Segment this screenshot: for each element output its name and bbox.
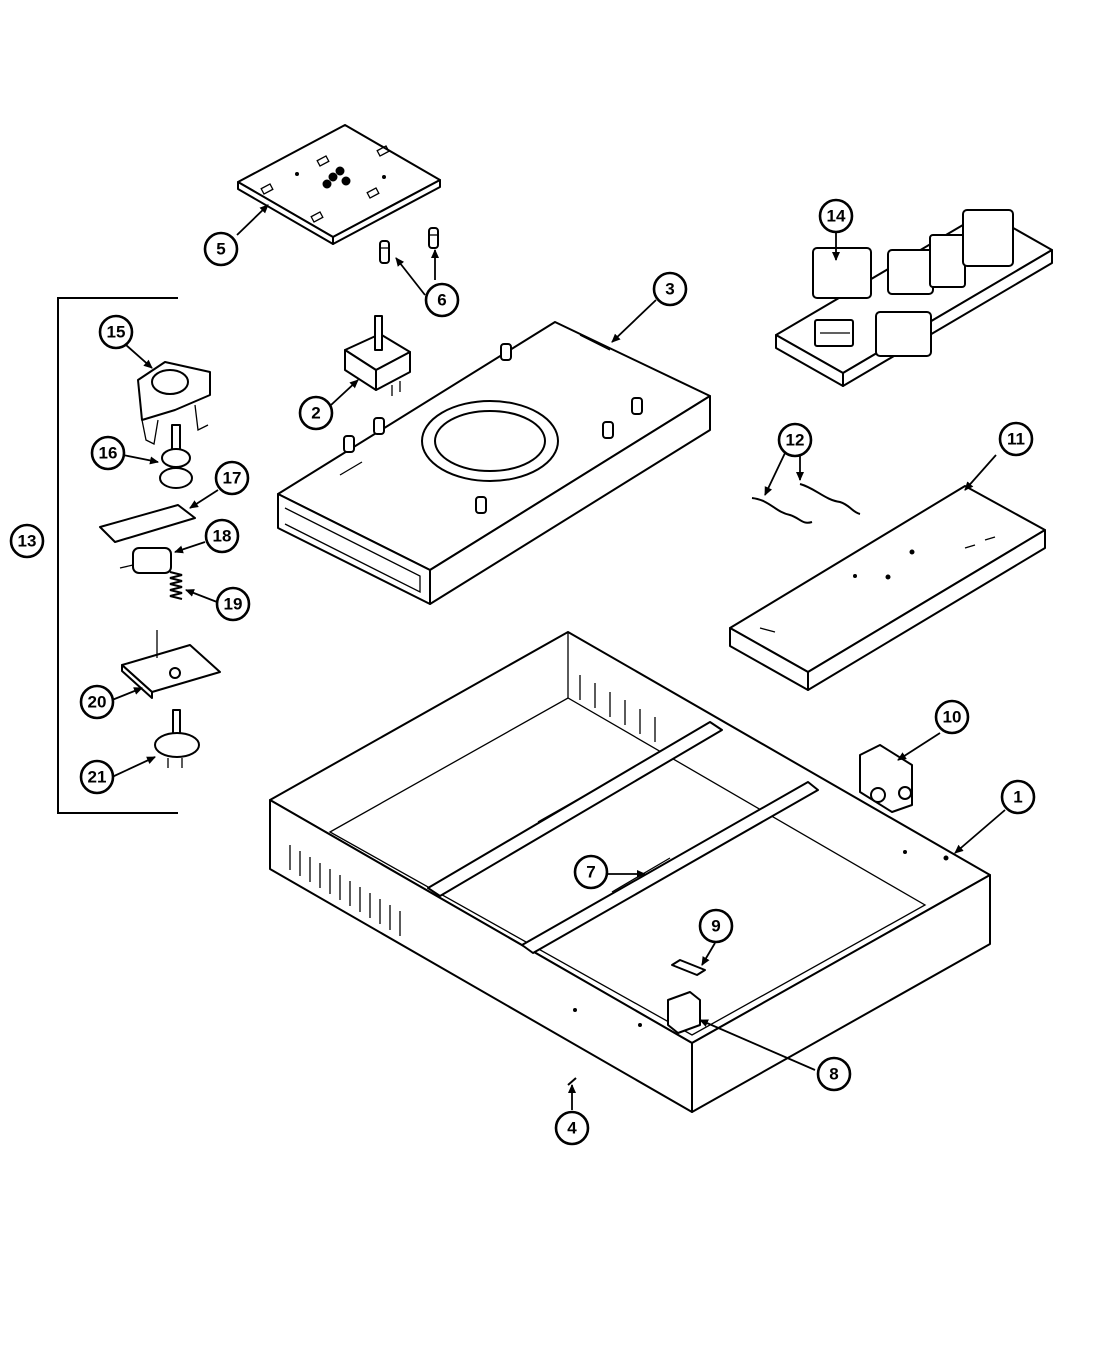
callout-label: 18	[213, 527, 232, 546]
callout-label: 3	[665, 280, 674, 299]
callout-label: 13	[18, 532, 37, 551]
callout-11: 11	[998, 421, 1034, 457]
callout-3: 3	[652, 271, 688, 307]
callout-2: 2	[298, 395, 334, 431]
callout-label: 1	[1013, 788, 1022, 807]
part-11-cover-panel	[729, 485, 1046, 691]
part-13-knob-assembly	[57, 297, 221, 814]
callout-14: 14	[818, 198, 854, 234]
callout-1: 1	[1000, 779, 1036, 815]
part-3-cooktop-base	[277, 321, 711, 605]
part-2-switch	[344, 315, 411, 396]
part-5-mounting-plate	[237, 124, 441, 245]
callout-10: 10	[934, 699, 970, 735]
callout-20: 20	[79, 684, 115, 720]
callout-16: 16	[90, 435, 126, 471]
callout-5: 5	[203, 231, 239, 267]
callout-label: 17	[223, 469, 242, 488]
callout-label: 14	[827, 207, 846, 226]
callout-label: 2	[311, 404, 320, 423]
callout-17: 17	[214, 460, 250, 496]
callout-8: 8	[816, 1056, 852, 1092]
callout-6: 6	[424, 282, 460, 318]
callout-4: 4	[554, 1110, 590, 1146]
callout-label: 6	[437, 291, 446, 310]
callout-21: 21	[79, 759, 115, 795]
callout-label: 16	[99, 444, 118, 463]
callout-label: 15	[107, 323, 126, 342]
part-10-bracket	[859, 744, 913, 813]
part-6-pins	[379, 227, 439, 264]
callout-label: 8	[829, 1065, 838, 1084]
callout-15: 15	[98, 314, 134, 350]
callout-label: 20	[88, 693, 107, 712]
callout-label: 5	[216, 240, 225, 259]
callout-label: 9	[711, 917, 720, 936]
part-12-wire-clips	[751, 483, 861, 524]
part-8-clip	[667, 991, 701, 1034]
part-14-control-board	[775, 209, 1053, 387]
callout-9: 9	[698, 908, 734, 944]
callout-18: 18	[204, 518, 240, 554]
callout-label: 12	[786, 431, 805, 450]
part-1-main-box	[269, 631, 991, 1113]
leader-lines	[111, 204, 1006, 1110]
callout-label: 7	[586, 863, 595, 882]
callout-label: 4	[567, 1119, 577, 1138]
callout-12: 12	[777, 422, 813, 458]
callout-label: 21	[88, 768, 107, 787]
callout-7: 7	[573, 854, 609, 890]
callout-label: 11	[1007, 430, 1025, 449]
callout-label: 19	[224, 595, 243, 614]
callout-13: 13	[9, 523, 45, 559]
part-4-screw	[567, 1077, 577, 1086]
callout-19: 19	[215, 586, 251, 622]
callout-label: 10	[943, 708, 962, 727]
part-9-strip	[671, 959, 706, 976]
